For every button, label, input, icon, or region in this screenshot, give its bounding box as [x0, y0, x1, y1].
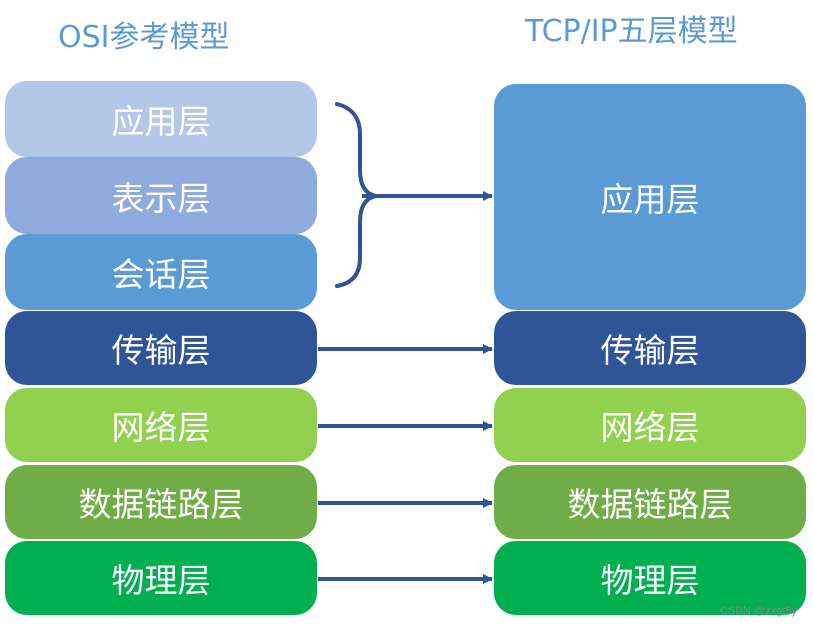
tcpip-model-title: TCP/IP五层模型 — [525, 14, 738, 49]
watermark: CSDN @zxgt5y — [719, 605, 797, 617]
osi-layer-network: 网络层 — [5, 388, 317, 462]
tcpip-layer-network: 网络层 — [494, 388, 806, 462]
osi-layer-application: 应用层 — [5, 81, 317, 157]
tcpip-layer-application: 应用层 — [494, 84, 806, 310]
osi-layer-transport: 传输层 — [5, 311, 317, 385]
tcpip-layer-physical: 物理层 — [494, 541, 806, 615]
osi-layer-session: 会话层 — [5, 234, 317, 310]
osi-layer-physical: 物理层 — [5, 541, 317, 615]
osi-model-title: OSI参考模型 — [58, 20, 230, 55]
osi-layer-presentation: 表示层 — [5, 157, 317, 234]
osi-layer-datalink: 数据链路层 — [5, 465, 317, 539]
tcpip-layer-datalink: 数据链路层 — [494, 465, 806, 539]
tcpip-layer-transport: 传输层 — [494, 311, 806, 385]
